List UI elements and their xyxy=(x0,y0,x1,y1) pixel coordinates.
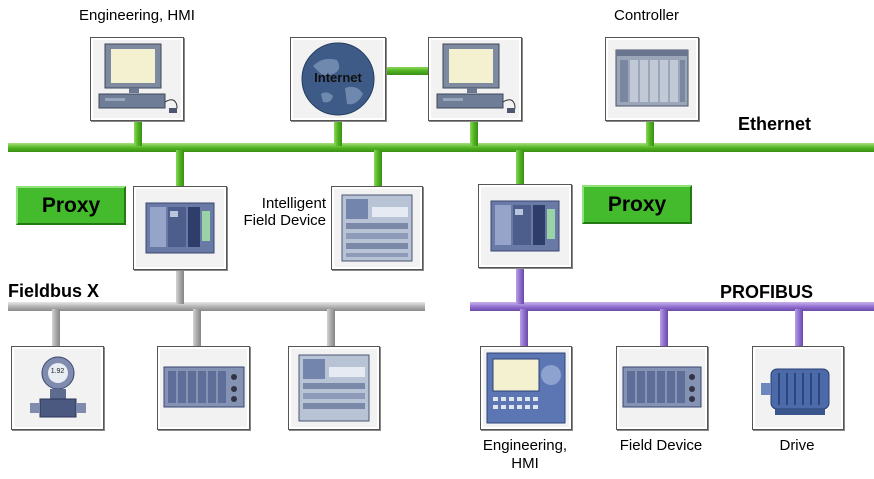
label-ethernet: Ethernet xyxy=(738,114,812,134)
drop-fb-io xyxy=(193,309,201,347)
ethernet-bus xyxy=(8,143,874,152)
drop-internet xyxy=(334,118,342,146)
label-hmi-bottom: HMI xyxy=(511,455,539,472)
motor-icon xyxy=(761,368,830,415)
io-module-icon xyxy=(163,366,245,408)
label-engineering-bottom: Engineering, xyxy=(482,437,568,454)
profibus-hmi-panel[interactable] xyxy=(480,346,572,430)
label-field-device-mid: Field Device xyxy=(243,212,326,229)
transmitter-icon xyxy=(30,356,86,418)
label-field-device: Field Device xyxy=(619,437,703,454)
fieldbus-x-bus xyxy=(8,302,425,311)
drop-pb-drive xyxy=(795,309,803,347)
fieldbus-field-device[interactable] xyxy=(288,346,380,430)
plc-module-icon xyxy=(145,202,215,254)
computer-icon xyxy=(98,43,178,113)
drop-controller xyxy=(646,118,654,146)
internet-label: Internet xyxy=(314,70,362,85)
controller-device[interactable] xyxy=(605,37,699,121)
field-device-icon xyxy=(298,354,370,422)
remote-pc[interactable] xyxy=(428,37,522,121)
hmi-panel-icon xyxy=(486,352,566,424)
internet-node[interactable]: Internet xyxy=(290,37,386,121)
profibus-bus xyxy=(470,302,874,311)
drop-eng-hmi xyxy=(134,118,142,146)
engineering-hmi-pc[interactable] xyxy=(90,37,184,121)
drop-intelligent-device xyxy=(374,150,382,186)
proxy-right-device[interactable] xyxy=(478,184,572,268)
proxy-left-device[interactable] xyxy=(133,186,227,270)
io-module-icon xyxy=(622,366,702,408)
label-fieldbus-x: Fieldbus X xyxy=(8,281,100,301)
proxy-badge-right: Proxy xyxy=(582,185,692,224)
drop-left-proxy-fieldbus xyxy=(176,268,184,304)
pressure-transmitter-device[interactable]: 1.92 xyxy=(11,346,104,430)
meter-readout: 1.92 xyxy=(50,368,65,375)
label-controller: Controller xyxy=(614,7,680,24)
globe-icon xyxy=(301,42,375,116)
drop-fb-device xyxy=(327,309,335,347)
drop-proxy-right xyxy=(516,150,524,184)
label-profibus: PROFIBUS xyxy=(720,282,814,302)
plc-rack-icon xyxy=(615,49,689,107)
label-engineering-hmi-top: Engineering, HMI xyxy=(79,7,195,24)
drop-proxy-left xyxy=(176,150,184,186)
profibus-field-device[interactable] xyxy=(616,346,708,430)
label-drive: Drive xyxy=(779,437,815,454)
proxy-badge-left: Proxy xyxy=(16,186,126,225)
drop-right-proxy-profibus xyxy=(516,266,524,304)
intelligent-field-device[interactable] xyxy=(331,186,423,270)
drop-pb-field-device xyxy=(660,309,668,347)
computer-icon xyxy=(436,43,516,113)
drop-remote-pc xyxy=(470,118,478,146)
field-device-icon xyxy=(341,194,413,262)
fieldbus-io-device[interactable] xyxy=(157,346,250,430)
internet-link xyxy=(383,67,429,75)
drop-pb-hmi xyxy=(520,309,528,347)
plc-module-icon xyxy=(490,200,560,252)
label-intelligent: Intelligent xyxy=(261,195,326,212)
drop-fb-transmitter xyxy=(52,309,60,347)
drive-device[interactable] xyxy=(752,346,844,430)
